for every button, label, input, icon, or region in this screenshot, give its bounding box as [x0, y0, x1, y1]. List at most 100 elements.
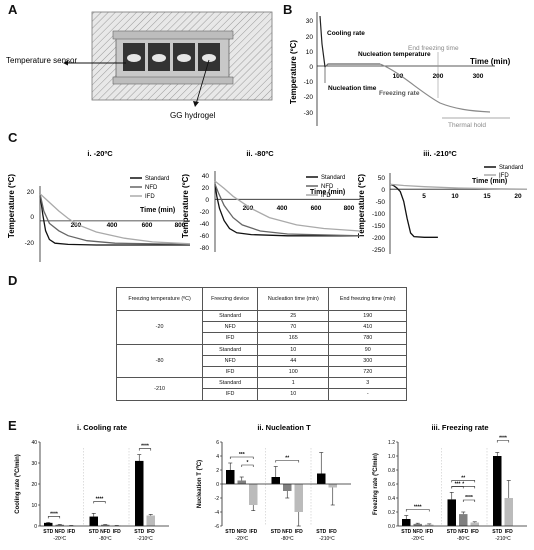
- table-header: Freezing temperature (ºC) Freezing devic…: [115, 287, 407, 311]
- significance-label: ***: [239, 452, 245, 458]
- bar-ytick-label: 10: [31, 503, 37, 509]
- legend-label: Standard: [499, 165, 523, 171]
- group-label: -210ºC: [137, 536, 153, 542]
- ytick-label: 50: [378, 175, 386, 182]
- chart-title: i. -20ºC: [87, 149, 113, 158]
- bar: [493, 456, 502, 526]
- group-label: -80ºC: [281, 536, 294, 542]
- ytick-label: -50: [376, 199, 386, 206]
- device-schematic: Temperature sensor GG hydrogel: [6, 11, 273, 120]
- bar-label: NFD: [55, 529, 66, 535]
- bar-chart-ylabel: Cooling rate (ºC/min): [15, 454, 21, 514]
- profile-ylabel: Temperature (ºC): [289, 40, 298, 104]
- ytick-label: 20: [27, 189, 35, 196]
- ytick-label: -100: [372, 211, 385, 218]
- significance-bracket: [451, 486, 476, 489]
- ytick-label: -20: [200, 209, 210, 216]
- panel-letter-b: B: [283, 2, 293, 17]
- table-cell: 100: [257, 365, 330, 379]
- significance-bracket: [93, 501, 106, 504]
- annotation-cooling-rate: Cooling rate: [327, 30, 365, 37]
- bar: [413, 523, 422, 526]
- bar-label: STD: [447, 529, 457, 535]
- series-line-standard: [389, 183, 438, 238]
- table-header-cell: Freezing device: [202, 287, 259, 311]
- bar: [135, 460, 144, 526]
- bar: [226, 470, 235, 484]
- device-base: [112, 76, 234, 85]
- chart-xlabel: Time (min): [140, 207, 175, 214]
- significance-label: **: [285, 456, 289, 462]
- xtick-label: 15: [483, 193, 491, 200]
- bar: [146, 515, 155, 526]
- sample-wells: [123, 43, 220, 71]
- bar-label: IFD: [505, 529, 513, 535]
- table-cell: 410: [328, 321, 407, 334]
- table-row: IFD 10 -: [117, 388, 407, 401]
- bar: [328, 484, 337, 488]
- bar-label: IFD: [295, 529, 303, 535]
- chart-title: ii. -80ºC: [246, 149, 274, 158]
- ytick-label: 0: [30, 214, 34, 221]
- annotation-end-freezing-time: End freezing time: [408, 45, 459, 52]
- hydrogel-drop-3: [177, 54, 191, 62]
- table-cell: 70: [257, 321, 330, 334]
- group-label: -20ºC: [235, 536, 248, 542]
- table-header-cell: Nucleation time (min): [257, 287, 330, 311]
- table-cell: IFD: [202, 365, 259, 379]
- table-cell: NFD: [202, 354, 259, 367]
- table-header-cell: Freezing temperature (ºC): [115, 287, 204, 311]
- temperature-profile-schematic: 30 20 10 0 -10 -20 -30 100 200 300 Time …: [289, 12, 511, 129]
- bar: [44, 522, 53, 526]
- bar-label: IFD: [67, 529, 75, 535]
- xtick-label: 600: [142, 222, 153, 229]
- bar-chart-ylabel: Freezing rate (ºC/min): [373, 453, 379, 515]
- ytick-label: -40: [200, 221, 210, 228]
- table-row: NFD 70 410: [117, 321, 407, 334]
- table-cell: 3: [328, 377, 407, 390]
- series-line-nfd: [39, 193, 191, 246]
- bar: [294, 484, 303, 512]
- bar-label: STD: [492, 529, 502, 535]
- bar-ytick-label: 6: [216, 440, 219, 446]
- table-cell: 300: [328, 354, 407, 367]
- ytick-label: -200: [372, 235, 385, 242]
- significance-label: *: [462, 481, 464, 487]
- bar: [470, 522, 479, 526]
- annotation-nucleation-time: Nucleation time: [328, 85, 377, 92]
- significance-bracket: [47, 516, 61, 519]
- annotation-freezing-rate: Freezing rate: [379, 90, 420, 97]
- table-row: -80 Standard 10 90: [115, 343, 407, 379]
- bar: [504, 498, 513, 526]
- bar-ytick-label: 40: [31, 440, 37, 446]
- significance-label: ***: [455, 481, 461, 487]
- table-cell: NFD: [202, 321, 259, 334]
- group-label: -80ºC: [99, 536, 112, 542]
- group-label: -210ºC: [495, 536, 511, 542]
- hydrogel-drop-2: [152, 54, 166, 62]
- legend-label: IFD: [499, 173, 509, 179]
- significance-bracket: [462, 499, 476, 502]
- profile-xtick: 100: [393, 73, 404, 80]
- table-body: -20 Standard 25 190 NFD 70 410 IFD 165 7…: [115, 309, 407, 401]
- bar-chart-title: ii. Nucleation T: [257, 423, 311, 432]
- chart-ylabel: Temperature (ºC): [7, 174, 16, 238]
- chart-xlabel: Time (min): [472, 178, 507, 185]
- significance-label: ****: [50, 511, 58, 517]
- xtick-label: 400: [277, 205, 288, 212]
- significance-bracket: [138, 448, 152, 451]
- chart-title: iii. -210ºC: [423, 149, 457, 158]
- series-line-ifd: [389, 183, 528, 190]
- bar-ytick-label: 20: [31, 482, 37, 488]
- significance-bracket: [275, 460, 300, 463]
- significance-label: *: [247, 460, 249, 466]
- bar-label: STD: [225, 529, 235, 535]
- ytick-label: 40: [202, 173, 210, 180]
- bar: [101, 524, 110, 526]
- bar-ytick-label: 1.2: [388, 440, 395, 446]
- panel-letter-e: E: [8, 418, 17, 433]
- table-cell-temp: -20: [115, 310, 204, 345]
- bar-label: IFD: [113, 529, 121, 535]
